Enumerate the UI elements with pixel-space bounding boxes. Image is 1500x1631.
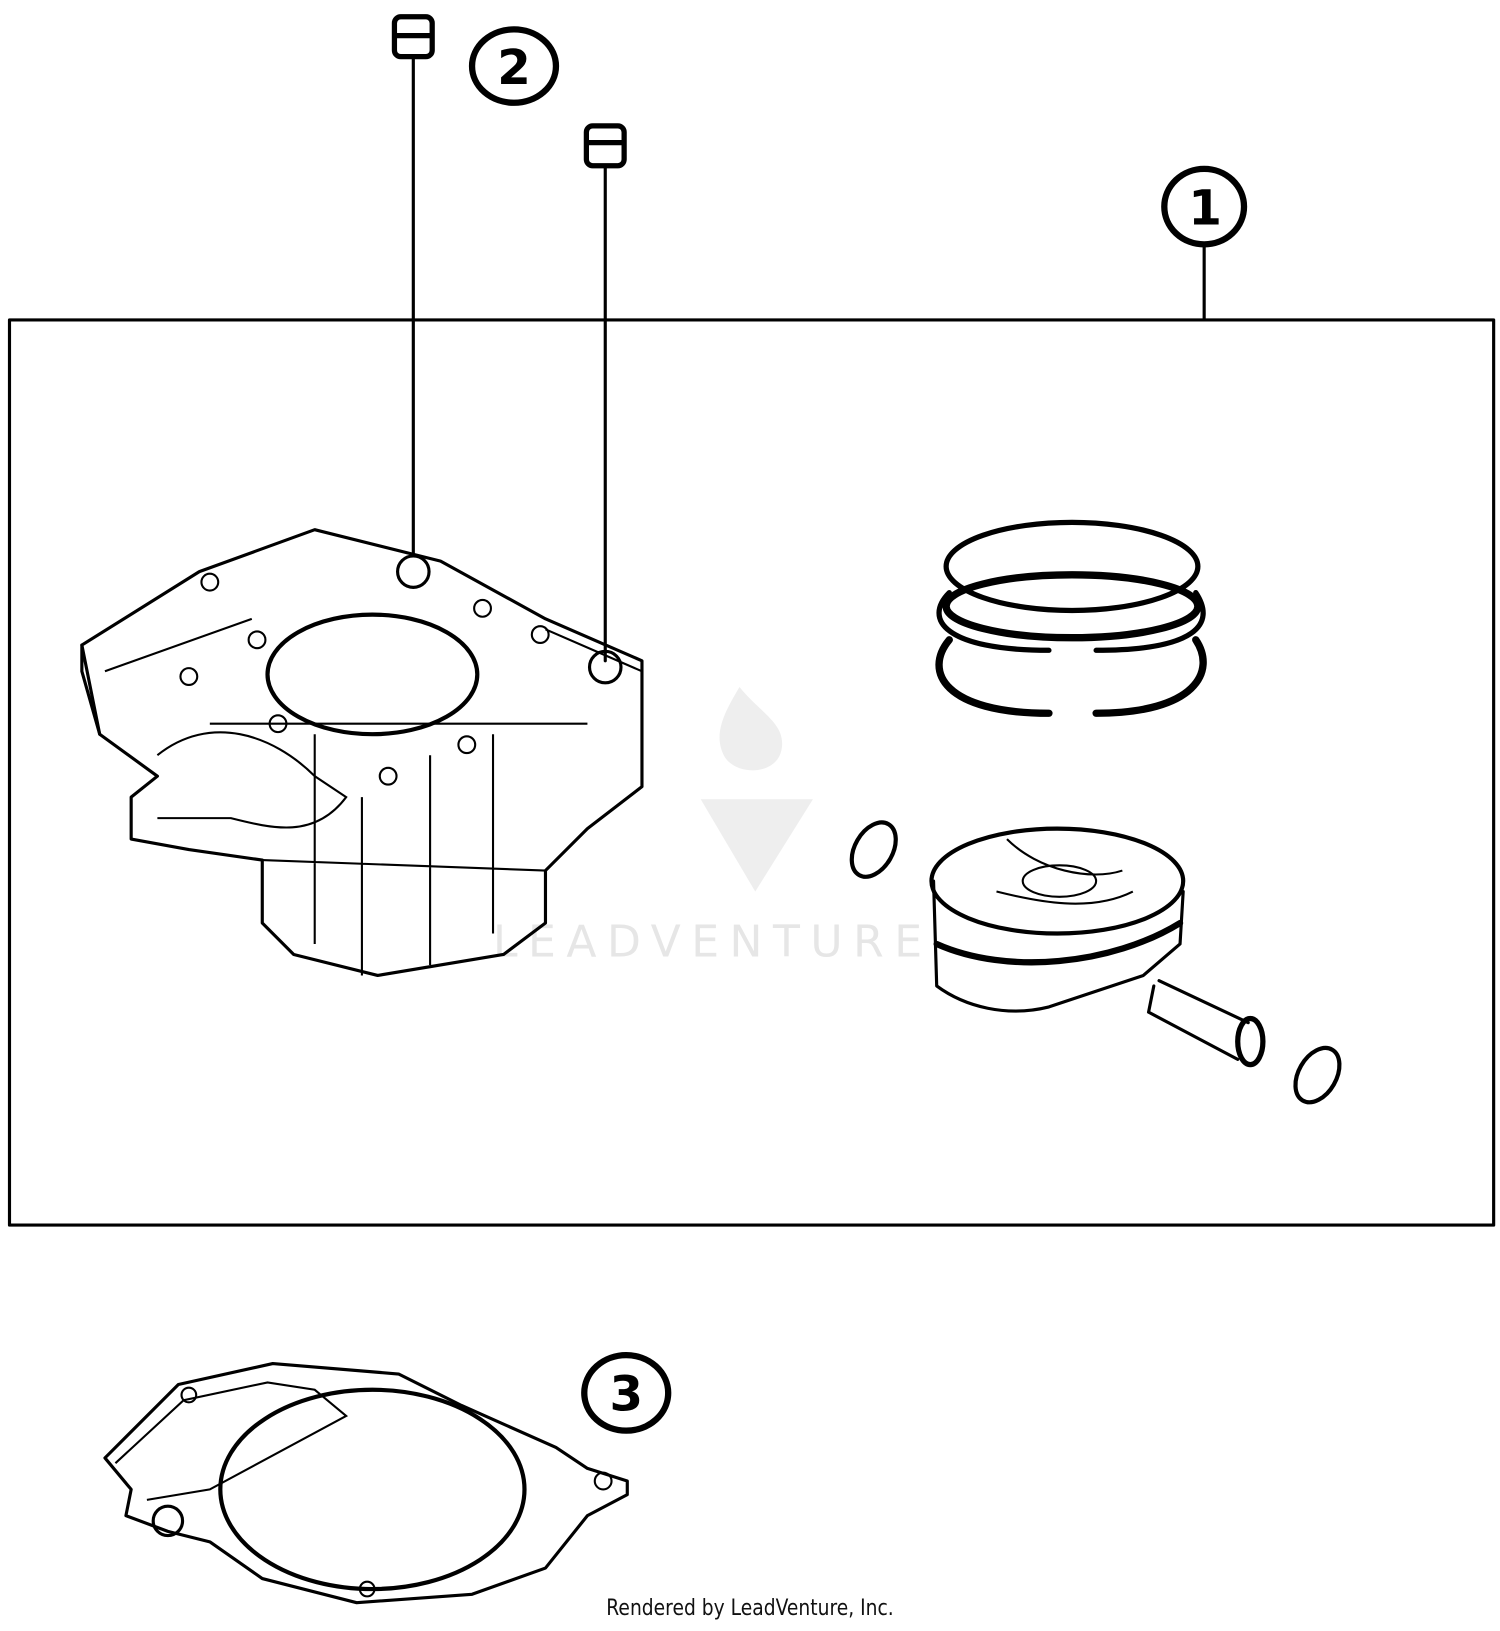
watermark-text: LEADVENTURE (493, 917, 933, 968)
circlip-left[interactable] (843, 815, 905, 885)
dowel-pin-2[interactable] (583, 123, 627, 663)
circlip-right[interactable] (1286, 1040, 1348, 1110)
dowel-pin-1[interactable] (391, 14, 435, 558)
cylinder[interactable] (80, 528, 644, 978)
callout-3[interactable]: 3 (581, 1351, 672, 1434)
callout-2[interactable]: 2 (468, 26, 560, 106)
cylinder-base-gasket[interactable] (103, 1361, 629, 1605)
piston-pin[interactable] (1146, 979, 1266, 1068)
piston[interactable] (929, 826, 1186, 1013)
callout-1[interactable]: 1 (1161, 165, 1248, 248)
svg-text:3: 3 (609, 1367, 643, 1423)
svg-text:1: 1 (1188, 180, 1222, 236)
svg-text:2: 2 (497, 40, 531, 96)
kit-box (7, 318, 1496, 1227)
piston-rings[interactable] (935, 519, 1207, 717)
footer-credit: Rendered by LeadVenture, Inc. (606, 1596, 894, 1621)
watermark-logo: LEADVENTURE (493, 687, 933, 968)
